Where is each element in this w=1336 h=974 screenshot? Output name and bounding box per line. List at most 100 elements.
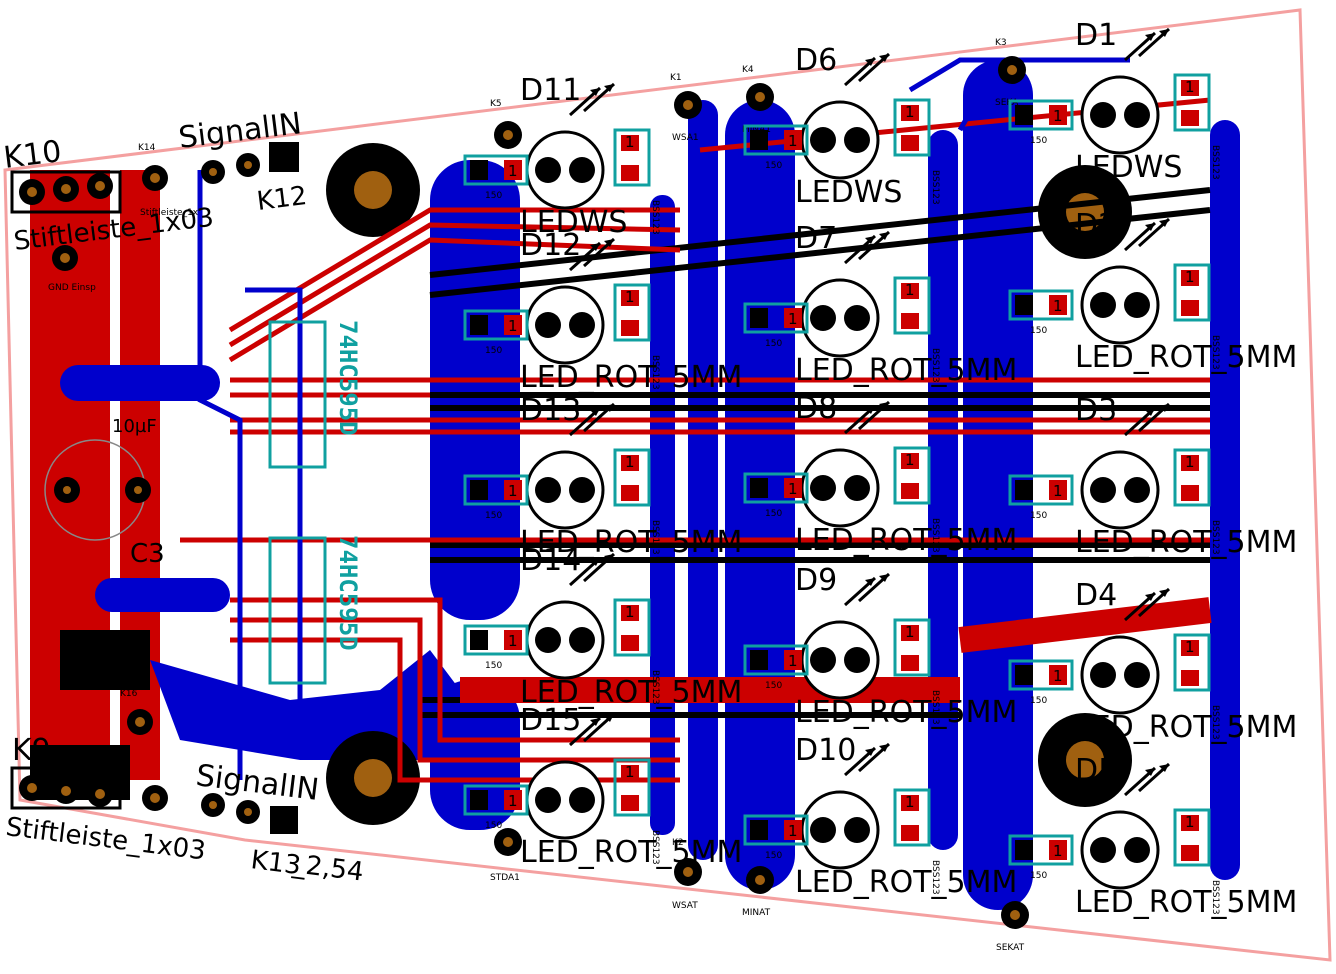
light-arrows-icon — [568, 402, 616, 437]
header-signal-in-bottom — [201, 793, 298, 834]
label-stift-small: Stiftleiste_1x — [140, 208, 199, 218]
transistor-type: BSS123 — [930, 518, 940, 553]
pad-number: 1 — [1185, 638, 1195, 656]
transistor-type: BSS123 — [650, 200, 660, 235]
led-pad — [535, 157, 561, 183]
transistor-type: BSS123 — [1210, 335, 1220, 370]
led-ref: D15 — [520, 703, 581, 738]
led-pad — [569, 312, 595, 338]
resistor-value: 150 — [1030, 511, 1047, 521]
resistor: 1 150 — [463, 784, 529, 831]
led-ref: D10 — [795, 733, 856, 768]
mounting-holes — [326, 143, 1132, 825]
pad-number: 1 — [1053, 482, 1063, 500]
resistor-value: 150 — [1030, 136, 1047, 146]
led-ref: D14 — [520, 543, 581, 578]
led-outline — [1080, 450, 1160, 530]
led-pad — [569, 627, 595, 653]
header-k10 — [10, 170, 122, 214]
pad-number: 1 — [788, 822, 798, 840]
pad-number: 1 — [625, 288, 635, 306]
pad-number: 1 — [788, 480, 798, 498]
transistor-type: BSS123 — [1210, 880, 1220, 915]
label-k14: K14 — [138, 143, 156, 153]
label-stift-suffix: _2,54 — [290, 849, 365, 888]
led-ref: D6 — [795, 43, 837, 78]
label-k4: K4 — [742, 65, 754, 75]
led-pad — [535, 477, 561, 503]
blue-traces — [197, 57, 1130, 780]
led-pad — [1124, 102, 1150, 128]
light-arrows-icon — [568, 82, 616, 117]
pad-number: 1 — [508, 632, 518, 650]
resistor-value: 150 — [485, 191, 502, 201]
led-pad — [535, 787, 561, 813]
led-pad — [1090, 477, 1116, 503]
led-value: LEDWS — [795, 175, 902, 210]
cap-name: C3 — [130, 539, 165, 569]
led-ref: D3 — [1075, 393, 1117, 428]
transistor-type: BSS123 — [650, 670, 660, 705]
resistor-value: 150 — [765, 851, 782, 861]
resistor-value: 150 — [485, 821, 502, 831]
led-pad — [1090, 102, 1116, 128]
led-pad — [1090, 292, 1116, 318]
led-pad — [569, 157, 595, 183]
pad-number: 1 — [1185, 453, 1195, 471]
led-pad — [844, 647, 870, 673]
pad-number: 1 — [1053, 297, 1063, 315]
led-value: LEDWS — [520, 205, 627, 240]
led-value: LED_ROT_5MM — [1075, 525, 1297, 560]
led-pad — [844, 305, 870, 331]
led-ref: D11 — [520, 73, 581, 108]
pad-number: 1 — [625, 763, 635, 781]
transistor-type: BSS123 — [650, 355, 660, 390]
led-pad — [569, 787, 595, 813]
ic-u1: 74HC595D — [268, 320, 362, 469]
light-arrows-icon — [843, 230, 891, 265]
led-value: LED_ROT_5MM — [520, 360, 742, 395]
label-k1: K1 — [670, 73, 682, 83]
light-arrows-icon — [568, 237, 616, 272]
led-ref: D2 — [1075, 208, 1117, 243]
pad-number: 1 — [788, 132, 798, 150]
header-k14 — [52, 165, 168, 811]
led-pad — [844, 475, 870, 501]
pad-number: 1 — [905, 451, 915, 469]
light-arrows-icon — [843, 52, 891, 87]
pad-number: 1 — [788, 652, 798, 670]
pad-number: 1 — [1053, 842, 1063, 860]
led-value: LED_ROT_5MM — [520, 835, 742, 870]
label-k12: K12 — [255, 181, 308, 217]
led-pad — [844, 817, 870, 843]
light-arrows-icon — [568, 712, 616, 747]
led-value: LED_ROT_5MM — [795, 353, 1017, 388]
pad-number: 1 — [1185, 813, 1195, 831]
resistor: 1 150 — [1008, 99, 1074, 146]
label-k5: K5 — [490, 99, 502, 109]
resistor-value: 150 — [485, 346, 502, 356]
pad-number: 1 — [1053, 107, 1063, 125]
pad-number: 1 — [905, 793, 915, 811]
pad-number: 1 — [508, 792, 518, 810]
led-ref: D1 — [1075, 18, 1117, 53]
led-ref: D7 — [795, 221, 837, 256]
